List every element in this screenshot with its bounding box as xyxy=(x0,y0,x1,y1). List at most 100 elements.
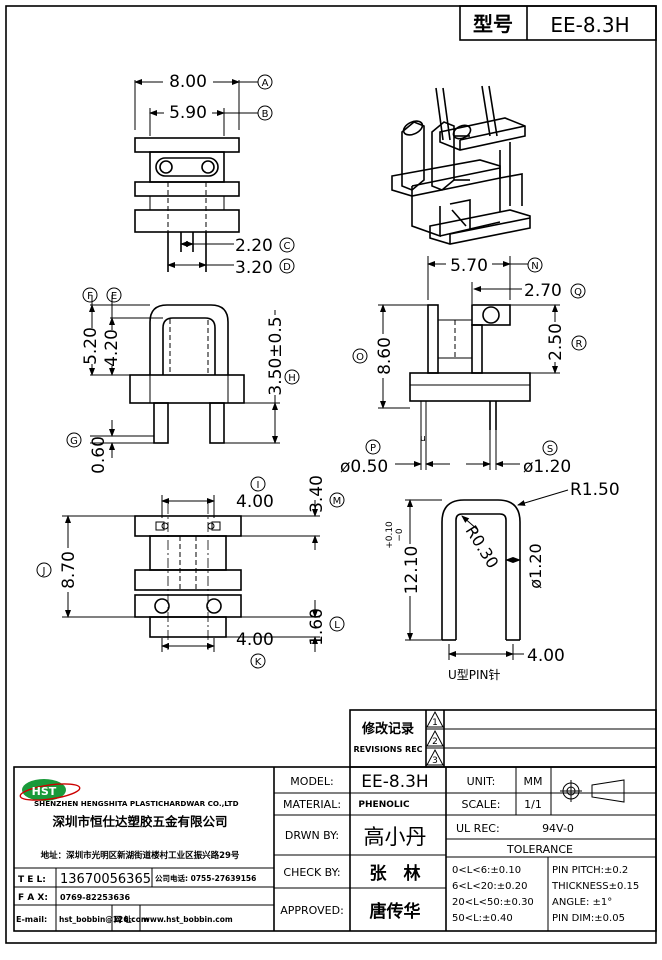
mark-s: S xyxy=(547,444,553,455)
dim-q: 2.70 xyxy=(524,281,562,301)
unit-label: UNIT: xyxy=(467,775,496,788)
company-logo-text: HST xyxy=(32,785,57,798)
company-address: 地址：深圳市光明区新湖街道楼村工业区振兴路29号 xyxy=(41,850,240,861)
dim-s: ø1.20 xyxy=(523,457,571,477)
revisions-label-cn: 修改记录 xyxy=(361,721,414,737)
mark-i: I xyxy=(257,480,260,491)
email-label: E-mail: xyxy=(16,915,47,924)
tel-label: T E L: xyxy=(18,875,46,885)
top-view: 8.00 A 5.90 B 2.20 C 3.20 D xyxy=(134,70,295,278)
mark-g: G xyxy=(70,436,78,447)
fax-label: F A X: xyxy=(18,893,48,903)
front-view: F E 5.20 4.20 3.50±0.5 H G 0.60 xyxy=(66,287,300,474)
ul-label: UL REC: xyxy=(456,822,500,835)
ul-value: 94V-0 xyxy=(542,822,574,835)
approved-label: APPROVED: xyxy=(280,904,344,917)
check-label: CHECK BY: xyxy=(283,866,340,879)
pin-caption: U型PIN针 xyxy=(448,667,501,682)
revision-3: 3 xyxy=(432,756,438,766)
side-view: u 5.70 N 2.70 Q O 8.60 2.50 R xyxy=(340,254,587,477)
mark-h: H xyxy=(288,373,296,384)
title-block: HST SHENZHEN HENGSHITA PLASTICHARDWAR CO… xyxy=(13,766,657,932)
dim-d: 3.20 xyxy=(235,258,273,278)
tolerance-1: 0<L<6:±0.10 xyxy=(452,865,521,876)
dim-l: 1.60 xyxy=(307,608,327,646)
dim-r2: R0.30 xyxy=(462,522,503,572)
revision-2: 2 xyxy=(432,737,438,747)
dim-n: 5.70 xyxy=(450,256,488,276)
dim-c: 2.20 xyxy=(235,236,273,256)
dim-m: 3.40 xyxy=(307,475,327,513)
mark-r: R xyxy=(576,339,583,350)
bottom-view: 4.00 I 3.40 M J 8.70 1.60 L 4.00 K xyxy=(36,475,345,669)
mark-j: J xyxy=(42,566,46,577)
dim-o: 8.60 xyxy=(375,337,395,375)
scale-label: SCALE: xyxy=(462,798,501,811)
company-name-cn: 深圳市恒仕达塑胶五金有限公司 xyxy=(52,814,227,829)
dim-e: 4.20 xyxy=(102,329,122,367)
mark-q: Q xyxy=(574,287,582,298)
dim-h: 3.50±0.5 xyxy=(266,316,286,395)
revisions-label-en: REVISIONS REC xyxy=(353,745,422,754)
dim-pin-tol-plus: +0.10 xyxy=(385,521,395,549)
tolerance-4: 50<L:±0.40 xyxy=(452,913,513,924)
header-model-value: EE-8.3H xyxy=(550,13,629,37)
thickness-tolerance: THICKNESS±0.15 xyxy=(551,881,639,892)
isometric-view xyxy=(391,85,531,245)
pin-dim-tolerance: PIN DIM:±0.05 xyxy=(552,913,625,924)
company-phone: 公司电话: 0755-27639156 xyxy=(155,873,256,883)
dim-r1: R1.50 xyxy=(570,480,620,500)
dim-i: 4.00 xyxy=(236,492,274,512)
fax-value: 0769-82253636 xyxy=(60,893,131,902)
mark-e: E xyxy=(111,291,117,302)
mark-k: K xyxy=(255,657,262,668)
mark-f: F xyxy=(87,291,93,302)
mark-l: L xyxy=(334,620,340,631)
dim-j: 8.70 xyxy=(59,551,79,589)
tolerance-label: TOLERANCE xyxy=(506,843,573,856)
web-value: www.hst_bobbin.com xyxy=(143,915,233,924)
tolerance-2: 6<L<20:±0.20 xyxy=(452,881,527,892)
drawn-value: 高小丹 xyxy=(364,825,427,849)
material-value: PHENOLIC xyxy=(358,800,410,810)
mark-b: B xyxy=(262,109,269,120)
dim-pin-width: 4.00 xyxy=(527,646,565,666)
mark-m: M xyxy=(333,496,342,507)
dim-pin-dia: ø1.20 xyxy=(526,543,545,588)
dim-p: ø0.50 xyxy=(340,457,388,477)
header-model-box: 型号 EE-8.3H xyxy=(459,5,657,41)
pin-pitch-tolerance: PIN PITCH:±0.2 xyxy=(552,865,628,876)
svg-text:u: u xyxy=(420,434,426,444)
dim-pin-length: 12.10 xyxy=(402,546,422,595)
mark-n: N xyxy=(531,261,538,272)
dim-a: 8.00 xyxy=(169,72,207,92)
dim-f: 5.20 xyxy=(81,327,101,365)
projection-symbol-icon xyxy=(560,779,625,803)
dim-b: 5.90 xyxy=(169,103,207,123)
mark-d: D xyxy=(283,262,291,273)
sheet-border xyxy=(5,5,657,944)
tel-value: 13670056365 xyxy=(60,872,151,887)
approved-value: 唐传华 xyxy=(370,901,421,922)
model-value: EE-8.3H xyxy=(361,772,428,792)
dim-pin-tol-minus: −0 xyxy=(395,528,405,542)
company-name-en: SHENZHEN HENGSHITA PLASTICHARDWAR CO.,LT… xyxy=(34,799,239,808)
revisions-box: 修改记录 REVISIONS REC 1 2 3 xyxy=(349,709,657,768)
dim-g: 0.60 xyxy=(89,436,109,474)
web-label: 网 址: xyxy=(114,914,135,924)
material-label: MATERIAL: xyxy=(283,798,341,811)
header-model-label: 型号 xyxy=(473,12,513,36)
tolerance-3: 20<L<50:±0.30 xyxy=(452,897,534,908)
mark-p: P xyxy=(370,443,376,454)
mark-c: C xyxy=(284,241,291,252)
dim-r: 2.50 xyxy=(546,323,566,361)
revision-1: 1 xyxy=(432,718,438,728)
dim-k: 4.00 xyxy=(236,630,274,650)
drawn-label: DRWN BY: xyxy=(285,829,339,842)
check-value: 张 林 xyxy=(370,863,421,884)
scale-value: 1/1 xyxy=(524,798,542,811)
unit-value: MM xyxy=(524,775,543,788)
email-value: hst_bobbin@126.com xyxy=(59,915,149,924)
